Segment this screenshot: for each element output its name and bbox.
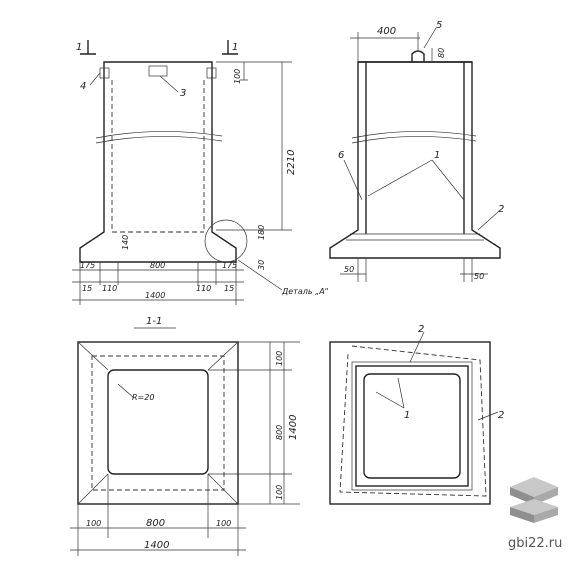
dim-side-50-left: 50	[344, 265, 354, 274]
dim-section-r100-bottom: 100	[275, 485, 284, 500]
dim-15-right: 15	[224, 284, 234, 293]
callout-2-side: 2	[498, 204, 504, 215]
front-view: 1 1 4 3 100 2210 180 30 140 Деталь „А" 1…	[72, 40, 328, 305]
dim-175-right: 175	[222, 261, 237, 270]
callout-2-plan-top: 2	[418, 324, 424, 335]
dim-side-50-right: 50	[474, 272, 484, 281]
callout-4: 4	[80, 81, 86, 92]
dim-section-b100-right: 100	[216, 519, 231, 528]
dim-110-left: 110	[102, 284, 117, 293]
dim-front-top: 100	[233, 69, 242, 84]
dim-30: 30	[257, 260, 266, 270]
dim-section-b1400: 1400	[144, 540, 169, 551]
callout-1-plan: 1	[404, 410, 410, 421]
dim-section-r100-top: 100	[275, 351, 284, 366]
section-title: 1-1	[146, 316, 162, 327]
dim-side-top: 400	[377, 26, 396, 37]
callout-1-side: 1	[434, 150, 440, 161]
detail-a-label: Деталь „А"	[281, 287, 328, 296]
dim-15-left: 15	[82, 284, 92, 293]
dim-section-r800: 800	[275, 425, 284, 440]
callout-2-plan-right: 2	[498, 410, 504, 421]
callout-6: 6	[338, 150, 344, 161]
dim-1400-front: 1400	[145, 291, 165, 300]
dim-section-b800: 800	[146, 518, 165, 529]
plan-view: 1 2 2	[329, 324, 504, 505]
stacked-blocks-logo	[510, 477, 558, 523]
section-mark-right: 1	[232, 42, 238, 53]
dim-side-80: 80	[437, 48, 446, 58]
dim-110-right: 110	[196, 284, 211, 293]
side-view: 400 80 50 50 5 6 1 2	[329, 20, 504, 282]
section-mark-left: 1	[76, 42, 82, 53]
callout-5: 5	[436, 20, 442, 31]
dim-section-r1400: 1400	[288, 415, 299, 440]
dim-175-left: 175	[80, 261, 95, 270]
dim-180: 180	[257, 225, 266, 240]
dim-section-b100-left: 100	[86, 519, 101, 528]
dim-front-height: 2210	[286, 150, 297, 175]
watermark-site: gbi22.ru	[508, 536, 563, 551]
section-1-1: 1-1 R=20 100 800 100 1400 100 800 100 14…	[70, 316, 300, 556]
radius-label: R=20	[132, 393, 154, 402]
dim-800-front: 800	[150, 261, 165, 270]
dim-140: 140	[121, 235, 130, 250]
callout-3: 3	[180, 88, 186, 99]
